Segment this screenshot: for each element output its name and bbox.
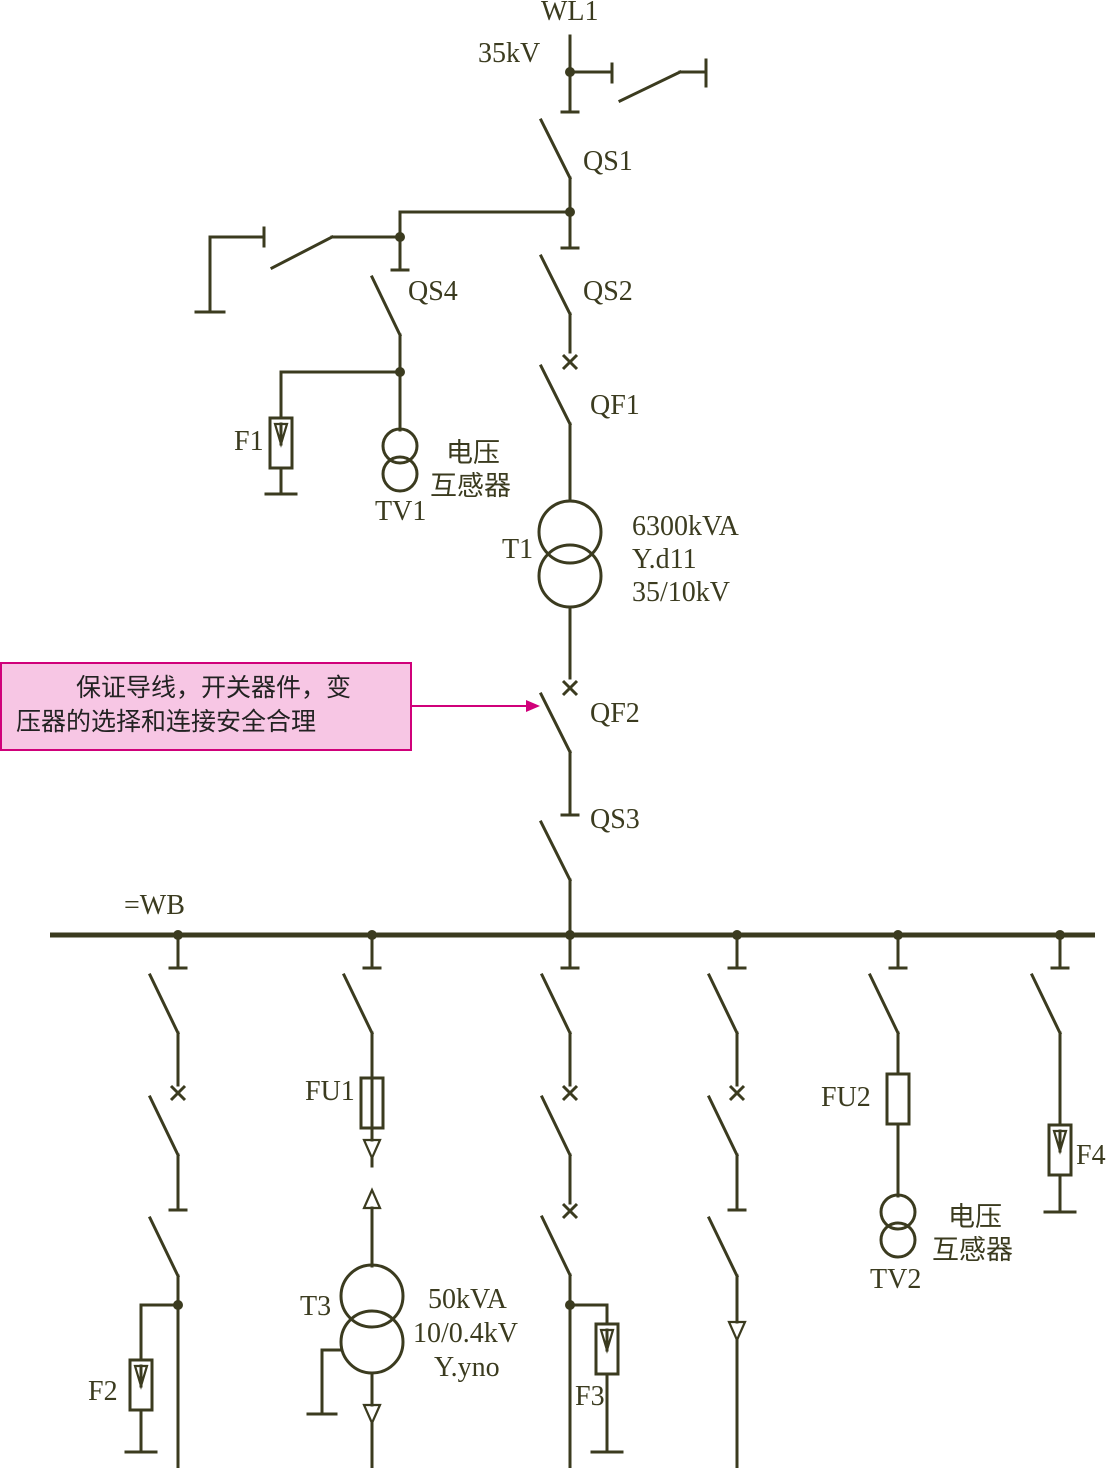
annotation-line-2: 压器的选择和连接安全合理 [16, 707, 316, 736]
feeder-1 [124, 933, 188, 1468]
main-feeder-qf2-qs3 [538, 679, 580, 937]
label-tv2-cn1: 电压 [948, 1202, 1002, 1233]
annotation-callout: 保证导线，开关器件，变 压器的选择和连接安全合理 [0, 662, 540, 751]
label-fu1: FU1 [305, 1076, 355, 1107]
feeder-6-f4 [1029, 933, 1077, 1214]
main-feeder-qs2-qf1 [538, 253, 579, 502]
label-qs1: QS1 [583, 146, 633, 177]
annotation-line-1: 保证导线，开关器件，变 [76, 673, 351, 702]
label-fu2: FU2 [821, 1082, 871, 1113]
transformer-t1 [537, 499, 603, 680]
feeder-2-t3 [306, 933, 405, 1468]
label-qs3: QS3 [590, 804, 640, 835]
label-tv1: TV1 [375, 496, 426, 527]
label-tv2-cn2: 互感器 [932, 1235, 1013, 1266]
label-f4: F4 [1076, 1140, 1106, 1171]
label-qf2: QF2 [590, 698, 640, 729]
label-qf1: QF1 [590, 390, 640, 421]
label-qs4: QS4 [408, 276, 458, 307]
label-tv2: TV2 [870, 1264, 921, 1295]
annotation-box [0, 662, 412, 751]
label-t3-conn: Y.yno [434, 1352, 500, 1383]
feeder-3 [539, 933, 624, 1468]
busbar-wb [50, 930, 1095, 940]
label-t3-volt: 10/0.4kV [413, 1318, 518, 1349]
label-t1-volt: 35/10kV [632, 577, 730, 608]
label-t3: T3 [300, 1291, 331, 1322]
label-wb: =WB [124, 890, 185, 921]
label-35kv: 35kV [478, 38, 540, 69]
label-tv1-cn1: 电压 [446, 438, 500, 469]
branch-tv1 [194, 210, 572, 496]
incoming-line-wl1 [560, 34, 708, 114]
label-t1: T1 [502, 534, 533, 565]
label-tv1-cn2: 互感器 [430, 471, 511, 502]
label-wl1: WL1 [541, 0, 599, 27]
feeder-5-tv2 [867, 933, 917, 1259]
label-f2: F2 [88, 1376, 118, 1407]
arrow-head-icon [526, 700, 540, 712]
label-t3-rating: 50kVA [428, 1284, 508, 1315]
label-f1: F1 [234, 426, 264, 457]
label-qs2: QS2 [583, 276, 633, 307]
label-t1-rating: 6300kVA [632, 511, 740, 542]
label-f3: F3 [575, 1381, 605, 1412]
label-t1-conn: Y.d11 [632, 544, 697, 575]
disconnector-qs1 [538, 117, 580, 250]
feeder-4 [706, 933, 747, 1468]
